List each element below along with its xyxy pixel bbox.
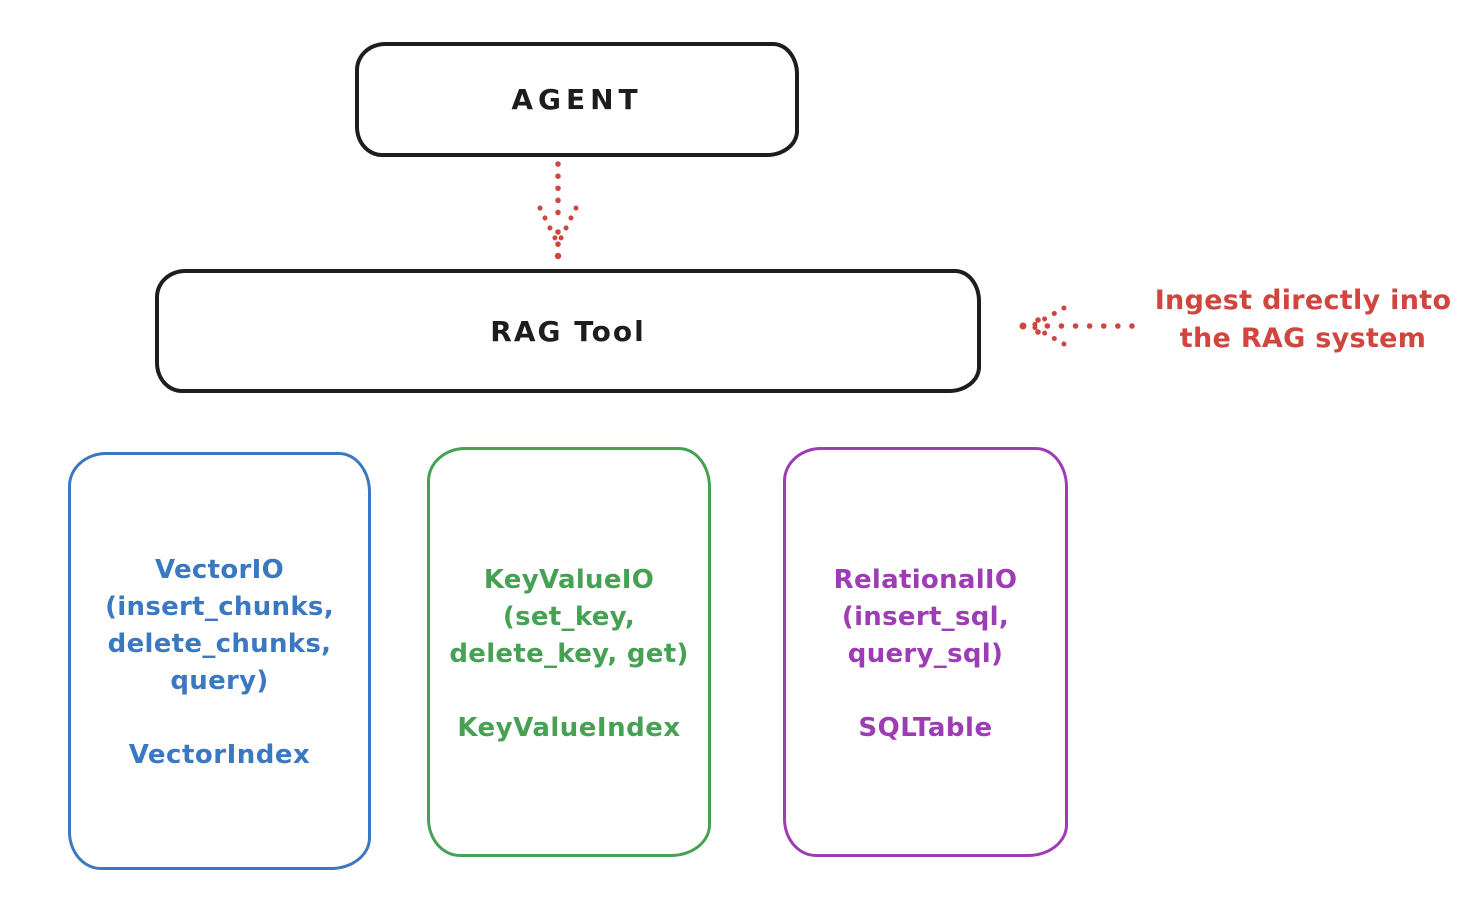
node-rag-tool: RAG Tool <box>155 269 981 393</box>
key-value-io-methods: KeyValueIO (set_key, delete_key, get) <box>449 564 689 669</box>
node-agent-label: AGENT <box>511 83 643 116</box>
vector-io-methods: VectorIO (insert_chunks, delete_chunks, … <box>105 555 334 696</box>
relational-io-methods: RelationalIO (insert_sql, query_sql) <box>833 564 1018 669</box>
node-key-value-io: KeyValueIO (set_key, delete_key, get) Ke… <box>427 447 711 857</box>
vector-index-label: VectorIndex <box>128 740 311 770</box>
node-agent: AGENT <box>355 42 799 157</box>
arrow-ingest-icon <box>1019 305 1135 347</box>
ingest-annotation: Ingest directly into the RAG system <box>1154 285 1452 354</box>
node-rag-tool-label: RAG Tool <box>490 314 646 348</box>
sql-table-label: SQLTable <box>858 712 993 743</box>
node-relational-io: RelationalIO (insert_sql, query_sql) SQL… <box>783 447 1068 857</box>
key-value-index-label: KeyValueIndex <box>457 712 681 743</box>
node-vector-io: VectorIO (insert_chunks, delete_chunks, … <box>68 452 371 870</box>
arrow-agent-to-ragtool-icon <box>537 161 579 260</box>
